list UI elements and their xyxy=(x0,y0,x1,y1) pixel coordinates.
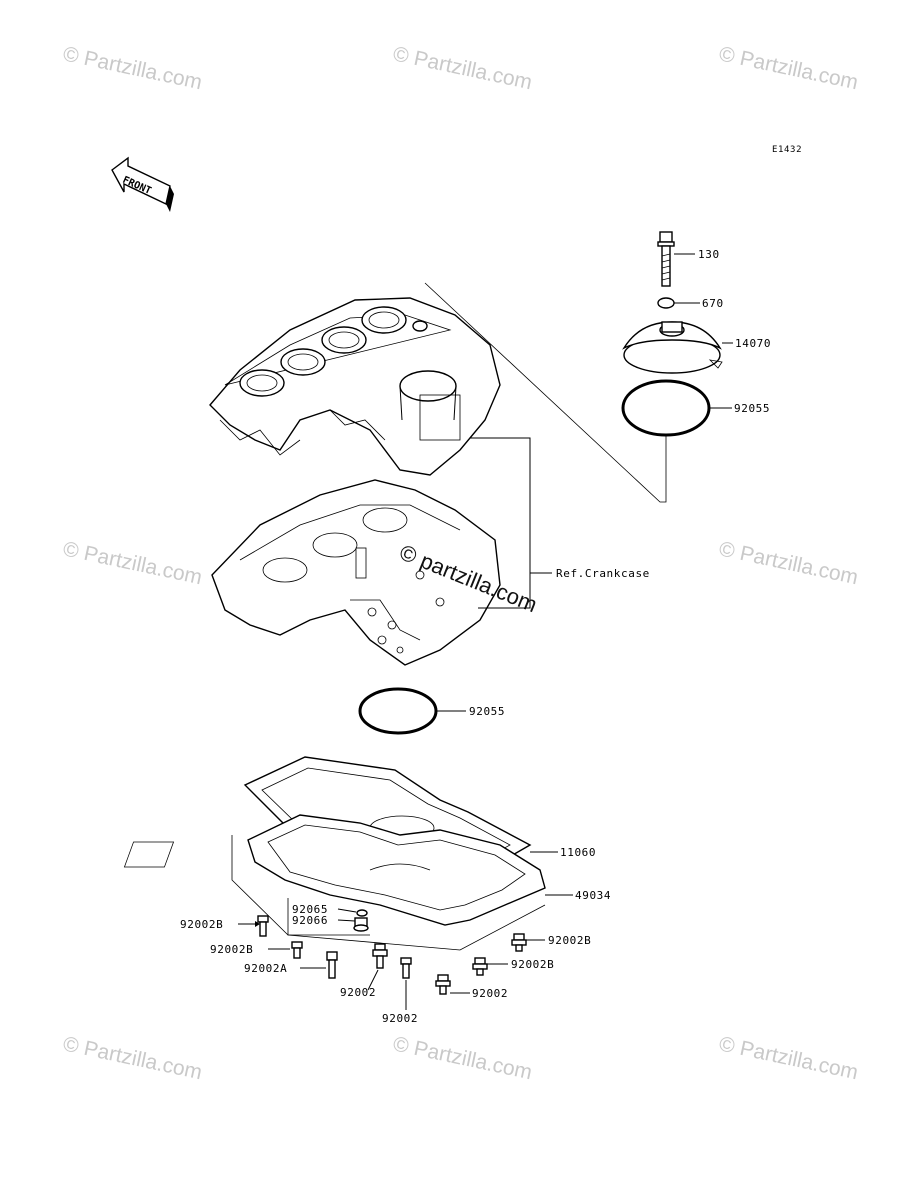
bolt-92002B-2: 92002B xyxy=(210,941,303,959)
oil-pan-49034-drawing: 49034 xyxy=(123,814,611,926)
o-ring-92055-top-drawing: 92055 xyxy=(621,379,770,437)
reference-crankcase-label: Ref.Crankcase xyxy=(556,567,650,580)
part-label-92002A: 92002A xyxy=(244,962,287,975)
watermark: © Partzilla.com xyxy=(391,42,534,94)
part-label-92002-3: 92002 xyxy=(472,987,508,1000)
bolt-130-drawing: 130 xyxy=(657,231,720,287)
reference-crankcase-leader: Ref.Crankcase xyxy=(470,437,650,609)
bolt-92002B-1: 92002B xyxy=(180,915,269,937)
watermark: © Partzilla.com xyxy=(391,1032,534,1084)
watermark: © Partzilla.com xyxy=(717,537,860,589)
o-ring-670-drawing: 670 xyxy=(657,297,724,310)
part-label-11060: 11060 xyxy=(560,846,596,859)
part-label-92065: 92065 xyxy=(292,903,328,916)
upper-crankcase-drawing xyxy=(209,297,501,476)
watermark: © Partzilla.com xyxy=(61,1032,204,1084)
part-label-92002B-3: 92002B xyxy=(511,958,554,971)
part-label-92055-bottom: 92055 xyxy=(469,705,505,718)
watermark: © Partzilla.com xyxy=(61,537,204,589)
part-label-14070: 14070 xyxy=(735,337,771,350)
bolt-92002-2: 92002 xyxy=(382,957,418,1025)
part-label-92002B-4: 92002B xyxy=(548,934,591,947)
part-label-92002-2: 92002 xyxy=(382,1012,418,1025)
part-label-92002-1: 92002 xyxy=(340,986,376,999)
bolt-92002B-4: 92002B xyxy=(511,933,591,952)
part-label-92002B-2: 92002B xyxy=(210,943,253,956)
part-label-92002B-1: 92002B xyxy=(180,918,223,931)
lower-crankcase-drawing: © partzilla.com xyxy=(211,479,541,666)
drain-plug-bracket xyxy=(287,898,370,936)
bolt-92002-3: 92002 xyxy=(435,974,508,1000)
alignment-line xyxy=(424,282,667,503)
watermark: © Partzilla.com xyxy=(717,1032,860,1084)
front-arrow-icon: FRONT xyxy=(111,156,174,212)
part-label-92066: 92066 xyxy=(292,914,328,927)
part-label-92055-top: 92055 xyxy=(734,402,770,415)
cover-14070-drawing: 14070 xyxy=(622,321,771,374)
part-label-130: 130 xyxy=(698,248,720,261)
part-label-49034: 49034 xyxy=(575,889,611,902)
diagram-code: E1432 xyxy=(772,145,802,155)
watermark: © Partzilla.com xyxy=(61,42,204,94)
drain-plug-drawing: 92065 92066 xyxy=(292,903,369,932)
watermark: © Partzilla.com xyxy=(717,42,860,94)
bolt-92002B-3: 92002B xyxy=(472,957,554,976)
part-label-670: 670 xyxy=(702,297,724,310)
o-ring-92055-bottom-drawing: 92055 xyxy=(358,687,505,735)
bolt-92002A: 92002A xyxy=(244,951,338,979)
bolt-92002-1: 92002 xyxy=(340,943,388,999)
